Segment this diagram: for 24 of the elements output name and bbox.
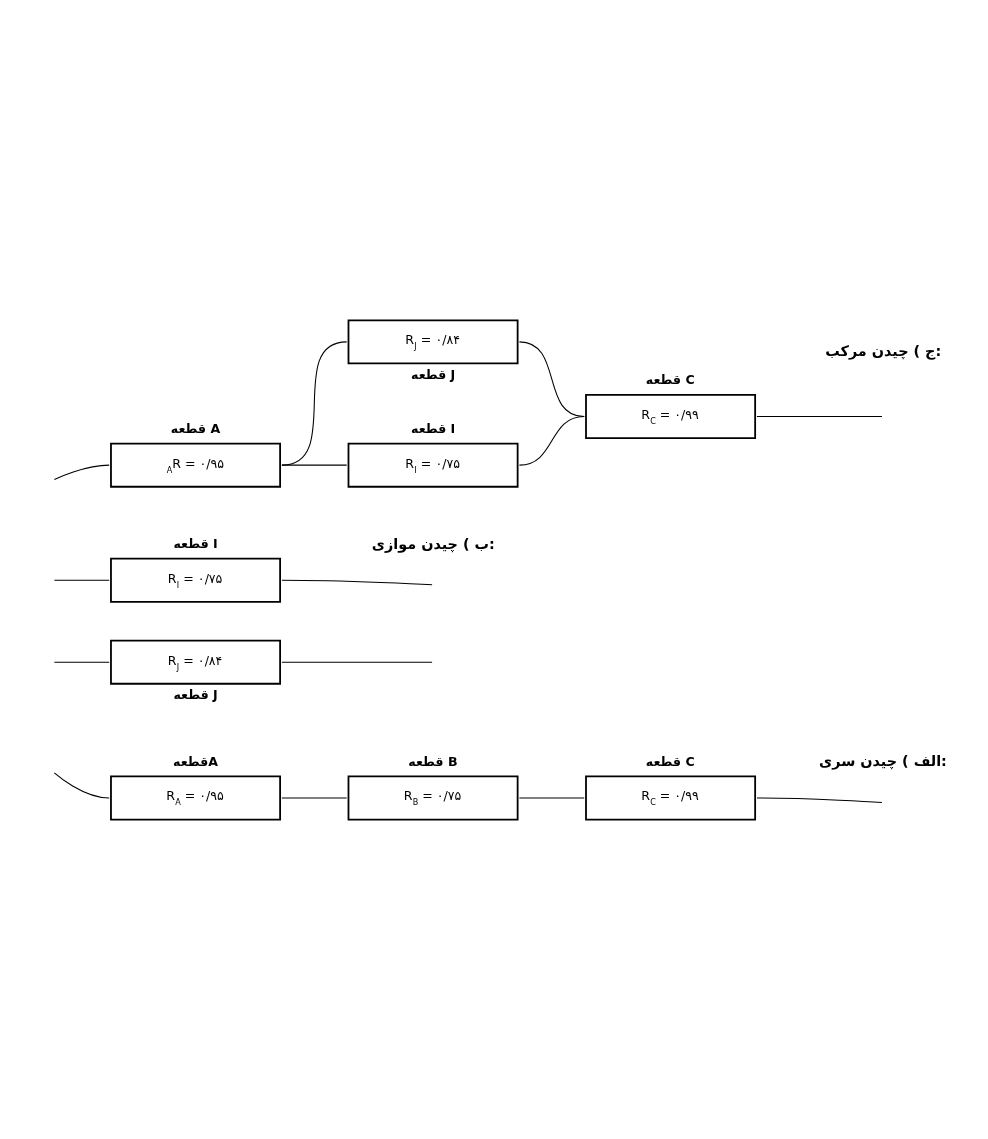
connector [518,797,585,799]
node-label: قطعه C [645,372,695,388]
connector [53,579,110,581]
connector [518,341,585,418]
label: ب ) چیدن موازی: [371,535,495,552]
node-label: قطعهA [173,753,219,769]
label: ج ) چیدن مرکب: [825,343,942,360]
node-label: قطعه B [408,753,458,769]
node-label: قطعه I [173,536,218,552]
node-label: قطعه I [411,420,456,436]
connector [756,416,883,418]
node-label: قطعه C [645,753,695,769]
node-label: قطعه A [170,420,221,436]
connector [281,579,433,586]
label: الف ) چیدن سری: [819,753,947,770]
connector [53,464,110,481]
connector [53,661,110,663]
node-label: قطعه J [411,366,456,382]
connector [281,797,348,799]
connector [281,661,433,663]
connector [756,797,883,804]
node-label: قطعه J [173,687,218,703]
connector [281,341,348,466]
connector [53,772,110,799]
